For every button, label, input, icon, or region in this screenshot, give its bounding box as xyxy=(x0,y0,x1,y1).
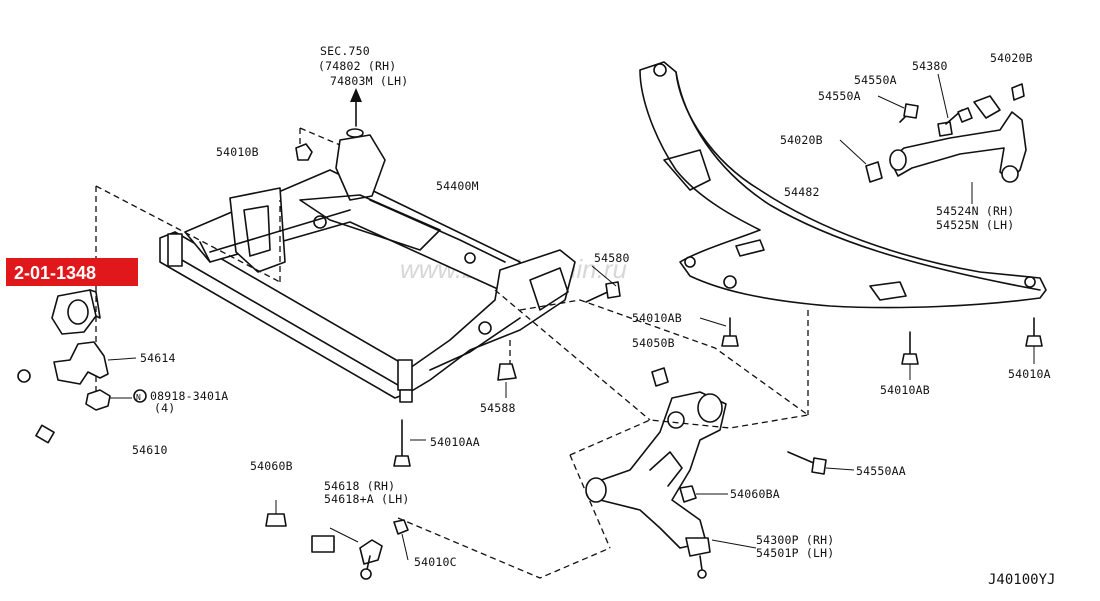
upper-control-arm[interactable] xyxy=(889,95,1027,183)
bolt-54550A[interactable] xyxy=(877,95,919,123)
figure-code: J40100YJ xyxy=(988,572,1055,588)
stabilizer-clamp[interactable] xyxy=(53,341,137,385)
label-54400M: 54400M xyxy=(436,179,479,193)
front-cross-member[interactable] xyxy=(639,61,1047,309)
label-54010AB-right: 54010AB xyxy=(880,383,930,397)
label-54580: 54580 xyxy=(594,251,630,265)
label-54501P: 54501P (LH) xyxy=(756,546,834,560)
nut-54588[interactable] xyxy=(497,363,517,398)
label-08918-qty: (4) xyxy=(154,401,175,415)
label-54550A-b: 54550A xyxy=(818,89,861,103)
label-54588: 54588 xyxy=(480,401,516,415)
link-dashed xyxy=(397,517,611,579)
label-54010AB-left: 54010AB xyxy=(632,311,682,325)
label-54610: 54610 xyxy=(132,443,168,457)
label-54618-lh: 54618+A (LH) xyxy=(324,492,409,506)
stabilizer-bushing[interactable] xyxy=(51,289,101,335)
nut-54060BA[interactable] xyxy=(679,485,728,503)
label-54020B-mid: 54020B xyxy=(780,133,823,147)
label-54550AA: 54550AA xyxy=(856,464,906,478)
link-nut-54010C[interactable] xyxy=(393,519,409,561)
label-54614: 54614 xyxy=(140,351,176,365)
label-54010C: 54010C xyxy=(414,555,457,569)
stabilizer-bar[interactable] xyxy=(9,369,335,553)
front-subframe[interactable] xyxy=(159,128,576,403)
label-54525N: 54525N (LH) xyxy=(936,218,1014,232)
bolt-54010AB-right[interactable] xyxy=(901,331,919,380)
bolt-54580[interactable] xyxy=(585,265,621,303)
label-54020B-top: 54020B xyxy=(990,51,1033,65)
highlight-badge-label: 2-01-1348 xyxy=(14,263,96,283)
lower-arm-leader xyxy=(711,539,757,549)
highlight-badge[interactable]: 2-01-1348 xyxy=(6,258,138,286)
label-54060BA: 54060BA xyxy=(730,487,780,501)
label-sec750: SEC.750 xyxy=(320,44,370,58)
label-54300P: 54300P (RH) xyxy=(756,533,834,547)
label-54010A: 54010A xyxy=(1008,367,1051,381)
nut-54020B-top[interactable] xyxy=(1011,83,1025,101)
lower-arm-dashed-2 xyxy=(569,454,611,549)
bolt-54010AA[interactable] xyxy=(393,419,426,467)
label-sec750-rh: (74802 (RH) xyxy=(318,59,396,73)
bolt-54380[interactable] xyxy=(937,73,973,137)
clamp-nut[interactable]: N xyxy=(85,389,147,411)
label-54618-rh: 54618 (RH) xyxy=(324,479,395,493)
label-54010AA: 54010AA xyxy=(430,435,480,449)
nut-54020B-mid[interactable] xyxy=(839,139,883,183)
bolt-54550AA[interactable] xyxy=(787,451,855,475)
label-08918: 08918-3401A xyxy=(150,389,228,403)
label-54010B: 54010B xyxy=(216,145,259,159)
label-54524N: 54524N (RH) xyxy=(936,204,1014,218)
bolt-54010B[interactable] xyxy=(295,143,313,161)
bolt-54010AB-left[interactable] xyxy=(699,317,739,347)
labels: SEC.750 (74802 (RH) 74803M (LH) 54010B 5… xyxy=(132,44,1051,569)
label-54550A-a: 54550A xyxy=(854,73,897,87)
stabilizer-link[interactable] xyxy=(329,527,383,580)
bolt-54010A[interactable] xyxy=(1025,317,1043,364)
label-54050B: 54050B xyxy=(632,336,675,350)
label-54482: 54482 xyxy=(784,185,820,199)
sec750-arrow xyxy=(350,88,362,127)
label-54380: 54380 xyxy=(912,59,948,73)
nut-54050B[interactable] xyxy=(651,367,669,387)
label-54060B: 54060B xyxy=(250,459,293,473)
link-bolt-54060B[interactable] xyxy=(265,500,287,527)
lower-control-arm[interactable] xyxy=(585,391,727,579)
lower-arm-dashed xyxy=(569,414,809,456)
label-sec750-lh: 74803M (LH) xyxy=(330,74,408,88)
svg-text:N: N xyxy=(136,393,141,402)
